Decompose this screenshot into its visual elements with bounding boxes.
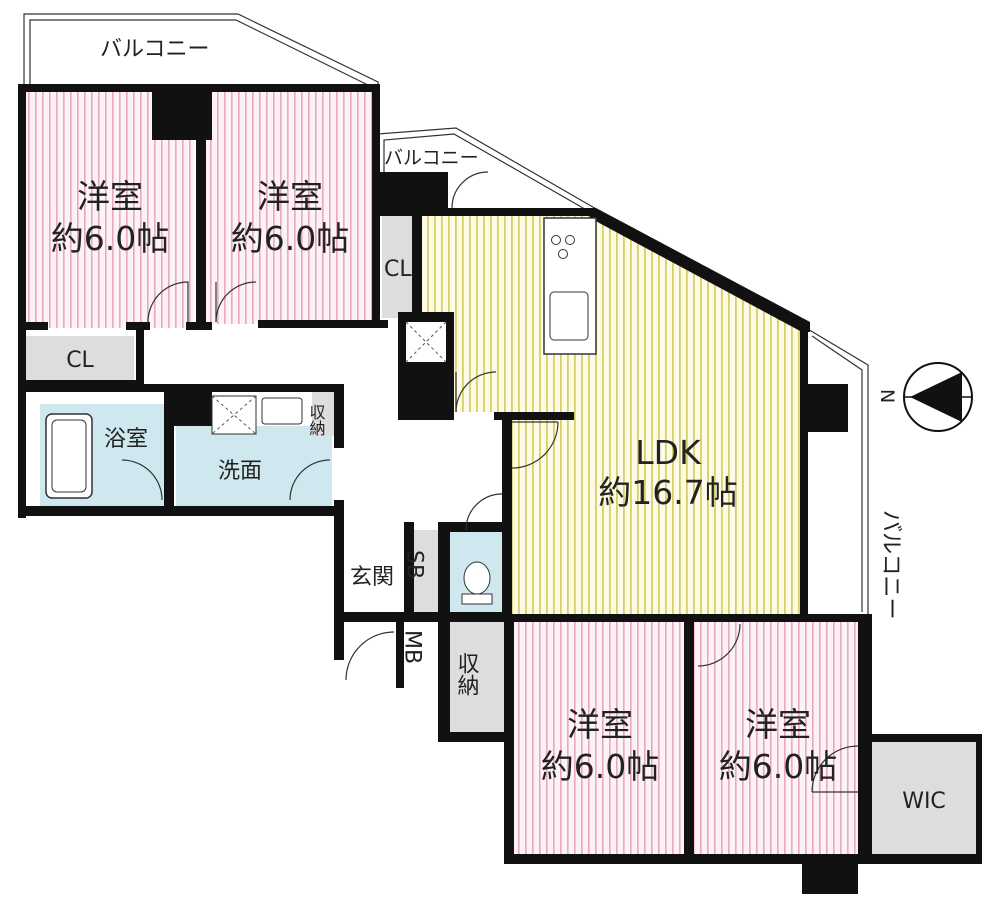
bedroom4-floor	[694, 622, 858, 854]
hall-storage-label: 収納	[454, 652, 480, 696]
washroom-label: 洗面	[218, 459, 262, 484]
cl-middle-floor	[382, 216, 412, 318]
doors	[121, 171, 859, 793]
hall-storage-floor	[450, 622, 506, 732]
bedroom4-name: 洋室	[745, 705, 811, 744]
entrance-label: 玄関	[350, 565, 394, 590]
bedroom3-name: 洋室	[567, 705, 633, 744]
cl-left-floor	[26, 336, 134, 382]
bedroom1-name: 洋室	[77, 177, 143, 216]
cl-middle-label: CL	[384, 257, 412, 282]
balcony-right	[805, 327, 869, 619]
washroom-floor	[176, 426, 332, 506]
wash-storage-floor	[312, 390, 334, 436]
cl-left-label: CL	[66, 348, 94, 373]
bedroom3-size: 約6.0帖	[541, 747, 659, 786]
bathtub	[45, 413, 93, 499]
walls	[18, 84, 982, 894]
balcony-top-label: バルコニー	[100, 37, 210, 62]
balcony-middle-label: バルコニー	[384, 147, 479, 169]
ldk-size: 約16.7帖	[598, 473, 737, 512]
toilet	[461, 561, 493, 605]
ldk-floor	[422, 216, 804, 614]
wash-basin	[211, 395, 303, 435]
bedroom4-size: 約6.0帖	[719, 747, 837, 786]
bedroom3-floor	[514, 622, 684, 854]
bedroom2-floor	[206, 92, 372, 324]
compass-icon	[903, 362, 973, 432]
compass-label: N	[876, 389, 898, 403]
sb-label: SB	[402, 550, 427, 579]
ldk-name: LDK	[635, 433, 702, 472]
bedroom2-size: 約6.0帖	[231, 219, 349, 258]
wic-floor	[872, 742, 976, 856]
wic-label: WIC	[902, 789, 946, 814]
kitchen-counter	[543, 217, 597, 355]
bedroom2-name: 洋室	[257, 177, 323, 216]
bedroom1-size: 約6.0帖	[51, 219, 169, 258]
balcony-right-label: バルコニー	[878, 510, 903, 620]
sb-floor	[412, 530, 438, 612]
bath-label: 浴室	[104, 427, 148, 452]
mb-label: MB	[400, 630, 425, 664]
wash-storage-label: 収納	[307, 404, 326, 437]
